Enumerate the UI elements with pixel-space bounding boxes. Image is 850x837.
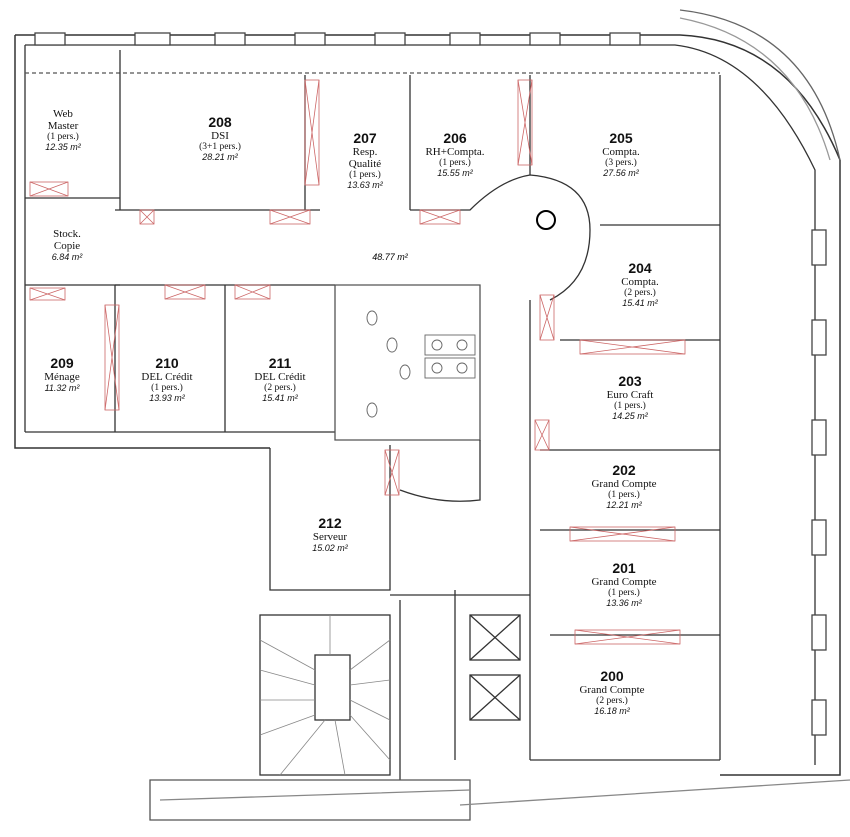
room-area: 28.21 m² bbox=[202, 152, 238, 162]
room-area: 15.41 m² bbox=[622, 298, 658, 308]
room-area: 15.41 m² bbox=[262, 393, 298, 403]
room-number: 201 bbox=[612, 560, 636, 576]
room-name: DEL Crédit bbox=[254, 371, 306, 383]
room-number: 207 bbox=[353, 130, 377, 146]
room-occupancy: (1 pers.) bbox=[608, 490, 640, 500]
room-area: 6.84 m² bbox=[51, 252, 83, 262]
room-area: 27.56 m² bbox=[603, 168, 639, 178]
room-number: 212 bbox=[318, 515, 342, 531]
room-area: 15.55 m² bbox=[437, 168, 473, 178]
room-occupancy: (1 pers.) bbox=[614, 401, 646, 411]
room-number: 210 bbox=[155, 355, 179, 371]
room-area: 16.18 m² bbox=[594, 706, 630, 716]
room-area: 13.63 m² bbox=[347, 180, 383, 190]
room-name: RH+Compta. bbox=[425, 146, 485, 158]
room-occupancy: (3+1 pers.) bbox=[199, 142, 241, 152]
corridor-area: 48.77 m² bbox=[372, 252, 408, 262]
room-number: 205 bbox=[609, 130, 633, 146]
room-number: 204 bbox=[628, 260, 652, 276]
room-occupancy: (2 pers.) bbox=[624, 288, 656, 298]
room-name: Euro Craft bbox=[606, 389, 654, 401]
room-occupancy: (1 pers.) bbox=[47, 132, 79, 142]
room-occupancy: (1 pers.) bbox=[608, 588, 640, 598]
room-occupancy: (3 pers.) bbox=[605, 158, 637, 168]
room-number: 211 bbox=[268, 355, 292, 371]
room-name: Serveur bbox=[312, 531, 348, 543]
room-name: Web bbox=[53, 108, 73, 120]
room-name: DEL Crédit bbox=[141, 371, 193, 383]
room-name: Ménage bbox=[44, 371, 80, 383]
room-name: Compta. bbox=[621, 276, 659, 288]
room-area: 13.36 m² bbox=[606, 598, 642, 608]
room-name: Master bbox=[47, 120, 79, 132]
room-occupancy: (2 pers.) bbox=[596, 696, 628, 706]
room-area: 14.25 m² bbox=[612, 411, 648, 421]
room-name: Copie bbox=[53, 240, 81, 252]
room-occupancy: (1 pers.) bbox=[349, 170, 381, 180]
room-occupancy: (1 pers.) bbox=[439, 158, 471, 168]
room-area: 12.21 m² bbox=[606, 500, 642, 510]
room-name: Resp. bbox=[352, 146, 378, 158]
room-name: Compta. bbox=[602, 146, 640, 158]
room-number: 208 bbox=[208, 114, 232, 130]
room-area: 13.93 m² bbox=[149, 393, 185, 403]
room-occupancy: (1 pers.) bbox=[151, 383, 183, 393]
room-number: 203 bbox=[618, 373, 642, 389]
room-occupancy: (2 pers.) bbox=[264, 383, 296, 393]
room-name: Qualité bbox=[348, 158, 382, 170]
room-number: 200 bbox=[600, 668, 624, 684]
room-number: 202 bbox=[612, 462, 636, 478]
room-number: 209 bbox=[50, 355, 74, 371]
room-name: DSI bbox=[211, 130, 229, 142]
room-name: Grand Compte bbox=[579, 684, 645, 696]
room-area: 11.32 m² bbox=[44, 383, 80, 393]
room-name: Stock. bbox=[53, 228, 81, 240]
room-name: Grand Compte bbox=[591, 576, 657, 588]
room-area: 15.02 m² bbox=[312, 543, 348, 553]
room-area: 12.35 m² bbox=[45, 142, 81, 152]
room-number: 206 bbox=[443, 130, 467, 146]
room-name: Grand Compte bbox=[591, 478, 657, 490]
